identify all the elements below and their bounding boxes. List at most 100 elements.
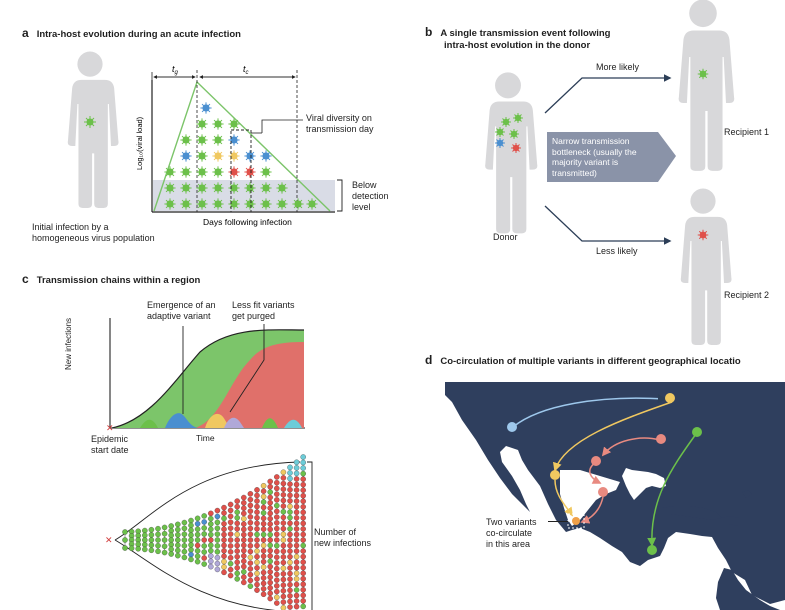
tree-node xyxy=(175,547,181,554)
tree-node xyxy=(161,543,168,550)
route-green xyxy=(647,433,697,547)
tree-node xyxy=(260,586,267,592)
grid-virus xyxy=(276,198,288,210)
tree-node xyxy=(194,548,201,554)
tree-node xyxy=(194,553,201,559)
panel-a-tc-label: tc xyxy=(243,64,249,76)
tree-node xyxy=(274,479,280,486)
tree-node xyxy=(241,531,247,538)
tree-node xyxy=(254,565,260,571)
tree-node xyxy=(300,537,306,543)
panel-a-diversity-note: Viral diversity on transmission day xyxy=(306,113,374,135)
tree-node xyxy=(247,577,254,584)
tree-node xyxy=(287,509,293,515)
tree-node xyxy=(274,531,280,538)
tree-node xyxy=(260,575,267,581)
tree-node xyxy=(300,492,306,499)
tree-node xyxy=(280,605,287,610)
tree-node xyxy=(293,581,300,588)
tree-node xyxy=(287,514,293,521)
tree-node xyxy=(300,481,306,488)
tree-node xyxy=(300,459,306,466)
tree-node xyxy=(181,548,188,555)
tree-node xyxy=(194,521,201,527)
tree-node xyxy=(201,531,207,537)
tree-node xyxy=(234,576,240,582)
tree-node xyxy=(247,531,254,537)
tree-node xyxy=(175,552,181,559)
tree-node xyxy=(241,569,247,575)
recipient-2-virus xyxy=(697,229,709,241)
tree-node xyxy=(227,555,234,561)
grid-virus xyxy=(306,198,318,210)
tree-node xyxy=(300,570,306,576)
tree-node xyxy=(148,526,155,533)
tree-node xyxy=(247,514,254,520)
donor-virus xyxy=(509,129,519,139)
grid-virus xyxy=(164,198,176,210)
tree-node xyxy=(287,537,293,543)
tree-node xyxy=(287,503,293,510)
grid-virus xyxy=(196,182,208,194)
grid-virus xyxy=(276,182,288,194)
tree-node xyxy=(280,520,287,526)
tree-node xyxy=(148,532,155,538)
map-node-red-1 xyxy=(656,434,666,444)
tree-node xyxy=(280,542,287,549)
tree-node xyxy=(260,493,267,500)
tree-node xyxy=(260,580,267,587)
tree-node xyxy=(280,469,287,475)
grid-virus xyxy=(228,182,240,194)
donor-virus xyxy=(495,127,505,137)
route-red-3 xyxy=(580,496,604,524)
tree-node xyxy=(260,499,267,505)
map-node-yellow-ne xyxy=(665,393,675,403)
panel-a-detection-line3: level xyxy=(352,202,371,212)
tree-node xyxy=(214,566,221,573)
bottleneck-arrow xyxy=(547,132,676,182)
tree-node xyxy=(254,487,260,493)
tree-node xyxy=(280,492,287,498)
cocirc-line1: Two variants xyxy=(486,517,537,527)
panel-a-title-text: Intra-host evolution during an acute inf… xyxy=(36,29,241,40)
tree-node xyxy=(168,527,174,534)
donor-virus xyxy=(513,113,523,123)
tree-node xyxy=(214,554,221,561)
tree-node xyxy=(142,546,148,553)
tree-node xyxy=(260,520,267,527)
tree-node xyxy=(280,559,287,566)
donor-label: Donor xyxy=(493,232,518,242)
tree-node xyxy=(287,481,293,487)
tree-node xyxy=(293,570,300,577)
tree-node xyxy=(181,531,188,537)
purged-label: Less fit variants get purged xyxy=(232,300,295,322)
tree-node xyxy=(247,525,254,532)
tree-node xyxy=(221,553,227,559)
tree-node xyxy=(221,548,227,554)
tree-node xyxy=(241,553,247,559)
tree-node xyxy=(280,554,287,560)
tree-node xyxy=(267,510,273,517)
tree-node xyxy=(287,604,293,610)
tree-node xyxy=(254,542,260,549)
tree-node xyxy=(280,531,287,538)
tree-node xyxy=(267,542,273,549)
bottleneck-text: Narrow transmission bottleneck (usually … xyxy=(552,136,637,178)
tree-node xyxy=(227,501,234,508)
epidemic-start-marker: ✕ xyxy=(106,423,114,433)
route-yellow-to-yellow xyxy=(553,401,673,472)
panel-a-detection-band xyxy=(153,180,335,211)
tree-node xyxy=(287,498,293,504)
cocirculation-area-box xyxy=(567,513,585,529)
grid-virus xyxy=(244,150,256,162)
tree-node xyxy=(274,525,280,532)
tree-node xyxy=(208,526,214,533)
recipient-1-label: Recipient 1 xyxy=(724,127,770,137)
tree-node xyxy=(234,503,240,510)
tree-node xyxy=(293,553,300,560)
tree-node xyxy=(274,491,280,497)
tree-node xyxy=(254,553,260,560)
tree-node xyxy=(161,530,168,537)
tree-node xyxy=(267,505,273,511)
